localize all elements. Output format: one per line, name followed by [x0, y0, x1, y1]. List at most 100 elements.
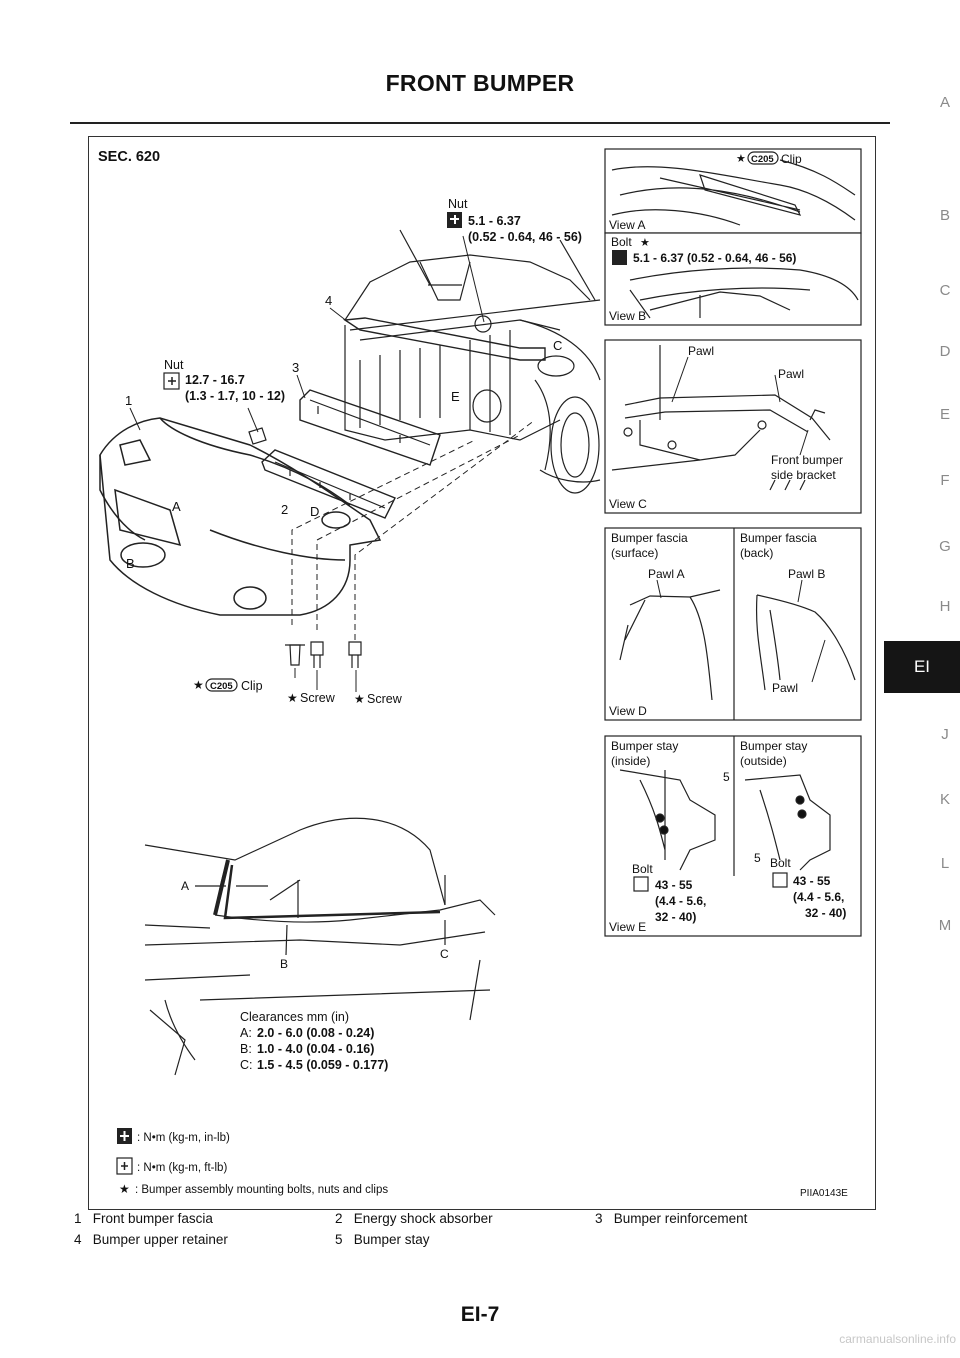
- view-e-torque-left: 43 - 55: [655, 878, 693, 892]
- key-star-description: : Bumper assembly mounting bolts, nuts a…: [135, 1184, 388, 1196]
- view-e-callout-5-right: 5: [754, 851, 761, 865]
- side-index-c[interactable]: C: [939, 282, 951, 299]
- view-letter-a: A: [172, 499, 181, 514]
- view-a-panel: [604, 148, 862, 234]
- side-index-a[interactable]: A: [939, 94, 950, 111]
- legend-item-4: 4 Bumper upper retainer: [74, 1232, 228, 1247]
- view-b-star: ★: [640, 237, 650, 249]
- clearance-marker-c: C: [440, 947, 449, 961]
- clearance-marker-a: A: [181, 879, 189, 893]
- view-e-torque-left-sub-1: (4.4 - 5.6,: [655, 894, 706, 908]
- torque-icon-in-lb: [447, 212, 462, 228]
- nut-top-torque-sub: (0.52 - 0.64, 46 - 56): [468, 230, 582, 244]
- view-a-caption: View A: [609, 218, 645, 232]
- key-nm-in-lb: : N•m (kg-m, in-lb): [137, 1132, 230, 1144]
- view-d-pawl-b: Pawl B: [788, 567, 825, 581]
- clip-label-main: Clip: [241, 679, 263, 693]
- view-c-panel: [604, 339, 862, 514]
- alignment-lines: [291, 419, 536, 640]
- nut-left-torque: 12.7 - 16.7: [185, 373, 245, 387]
- view-a-clip-code: C205: [751, 154, 774, 165]
- key-icon-in-lb: [117, 1128, 132, 1144]
- view-e-bolt-right: Bolt: [770, 856, 791, 870]
- callout-1: 1: [125, 393, 132, 408]
- screw-label-1: Screw: [300, 691, 336, 705]
- nut-top-label: Nut: [448, 197, 468, 211]
- view-e-callout-5-left: 5: [723, 770, 730, 784]
- view-letter-d: D: [310, 504, 319, 519]
- view-e-left-title-1: Bumper stay: [611, 739, 678, 753]
- view-e-torque-icon-left: [633, 876, 649, 892]
- clearance-arrows: [195, 875, 446, 956]
- view-b-bolt-label: Bolt: [611, 235, 632, 249]
- torque-icon-ft-lb: [163, 372, 180, 390]
- bumper-upper-retainer: [342, 317, 546, 361]
- view-e-torque-left-sub-2: 32 - 40): [655, 910, 696, 924]
- side-index-m[interactable]: M: [938, 917, 952, 934]
- clearance-b-value: 1.0 - 4.0 (0.04 - 0.16): [257, 1042, 374, 1056]
- clearance-c-value: 1.5 - 4.5 (0.059 - 0.177): [257, 1058, 388, 1072]
- view-b-torque-icon: [612, 250, 627, 265]
- side-index-ei-active[interactable]: EI: [884, 641, 960, 693]
- figure-frame: [88, 136, 876, 1210]
- clip-code-main: C205: [210, 681, 233, 692]
- vehicle-body-drawing: [344, 229, 601, 494]
- side-index-j[interactable]: J: [941, 726, 949, 743]
- side-index-d[interactable]: D: [939, 343, 951, 360]
- view-letter-b: B: [126, 556, 135, 571]
- clearance-a-value: 2.0 - 6.0 (0.08 - 0.24): [257, 1026, 374, 1040]
- view-a-clip-label: Clip: [781, 152, 802, 166]
- page-number: EI-7: [460, 1303, 500, 1326]
- nut-top-torque: 5.1 - 6.37: [468, 214, 521, 228]
- star-marker-screw-1: ★: [287, 691, 298, 705]
- view-e-right-title-2: (outside): [740, 754, 787, 768]
- view-d-left-title-2: (surface): [611, 546, 658, 560]
- clearance-a-key: A:: [240, 1026, 252, 1040]
- callout-4: 4: [325, 293, 332, 308]
- view-c-drawing: [611, 345, 831, 491]
- view-d-right-title-2: (back): [740, 546, 773, 560]
- bumper-reinforcement: [299, 389, 441, 466]
- figure-id: PIIA0143E: [800, 1188, 848, 1199]
- view-e-left-title-2: (inside): [611, 754, 650, 768]
- energy-shock-absorber: [261, 449, 396, 519]
- key-star-icon: ★: [119, 1182, 130, 1196]
- view-e-drawing: [619, 769, 831, 871]
- side-index-l[interactable]: L: [940, 855, 950, 872]
- view-b-panel: [604, 232, 862, 326]
- clearance-c-key: C:: [240, 1058, 253, 1072]
- clearance-marker-b: B: [280, 957, 288, 971]
- legend-item-3: 3 Bumper reinforcement: [595, 1211, 748, 1226]
- view-c-bracket-2: side bracket: [771, 468, 836, 482]
- view-e-torque-right-sub-1: (4.4 - 5.6,: [793, 890, 844, 904]
- view-e-panel: [604, 735, 862, 937]
- side-index-e[interactable]: E: [939, 406, 950, 423]
- view-d-caption: View D: [609, 704, 647, 718]
- side-index-h[interactable]: H: [939, 598, 951, 615]
- nut-left-label: Nut: [164, 358, 184, 372]
- view-c-caption: View C: [609, 497, 647, 511]
- side-index-f[interactable]: F: [940, 472, 950, 489]
- view-b-caption: View B: [609, 309, 646, 323]
- view-c-pawl-2: Pawl: [778, 367, 804, 381]
- key-icon-ft-lb: [116, 1157, 133, 1175]
- view-d-drawing: [619, 589, 856, 701]
- callout-3: 3: [292, 360, 299, 375]
- view-d-panel: [604, 527, 862, 721]
- view-letter-c: C: [553, 338, 562, 353]
- view-c-pawl-1: Pawl: [688, 344, 714, 358]
- view-d-pawl: Pawl: [772, 681, 798, 695]
- view-e-torque-right-sub-2: 32 - 40): [805, 906, 846, 920]
- view-d-left-title-1: Bumper fascia: [611, 531, 688, 545]
- side-index-k[interactable]: K: [939, 791, 950, 808]
- legend-item-5: 5 Bumper stay: [335, 1232, 430, 1247]
- clearance-drawing: [144, 817, 496, 1076]
- side-index-b[interactable]: B: [939, 207, 950, 224]
- nut-left-torque-sub: (1.3 - 1.7, 10 - 12): [185, 389, 285, 403]
- clearance-title: Clearances mm (in): [240, 1010, 349, 1024]
- watermark: carmanualsonline.info: [839, 1332, 956, 1346]
- view-b-drawing: [629, 267, 859, 319]
- key-nm-ft-lb: : N•m (kg-m, ft-lb): [137, 1162, 227, 1174]
- legend-item-2: 2 Energy shock absorber: [335, 1211, 493, 1226]
- side-index-g[interactable]: G: [939, 538, 951, 555]
